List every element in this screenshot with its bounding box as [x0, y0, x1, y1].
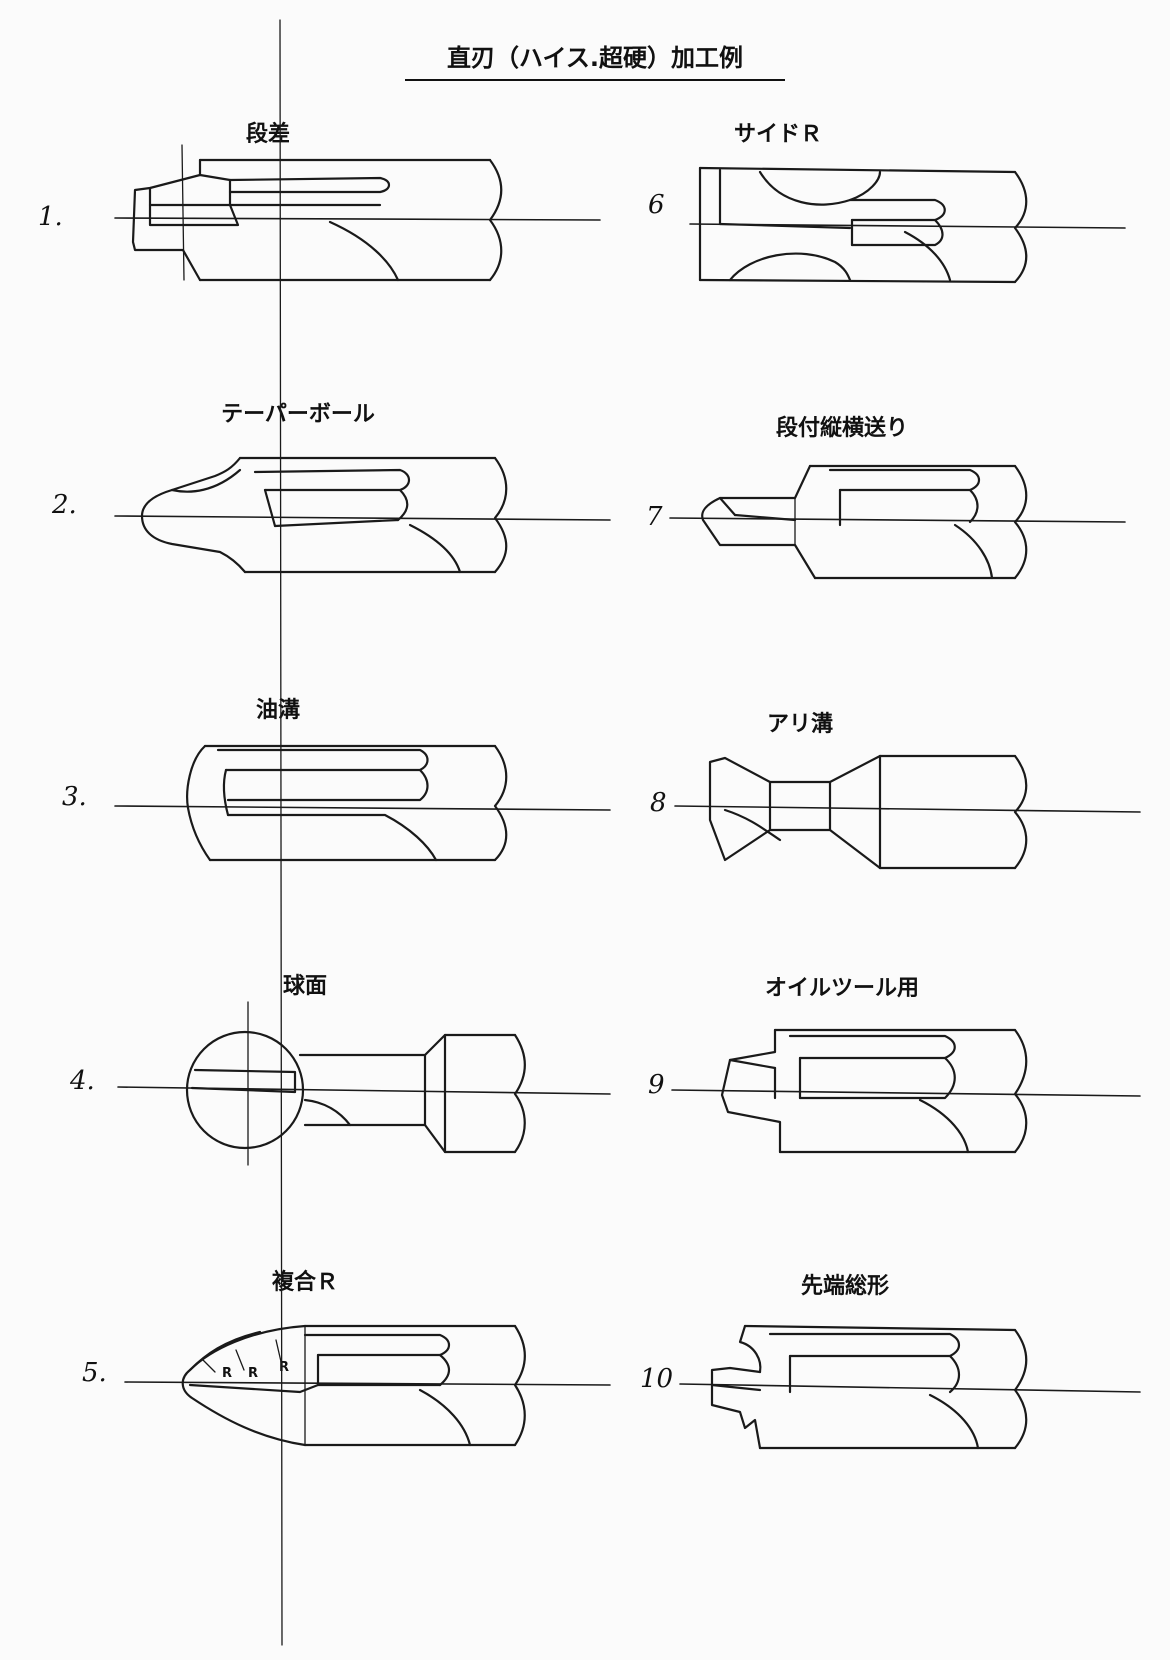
tool-drawing-tip-form — [679, 1324, 1141, 1450]
radius-mark-2: R — [248, 1366, 259, 1381]
item-number-5: 5. — [82, 1358, 107, 1388]
item-number-9: 9 — [648, 1070, 665, 1100]
item-number-6: 6 — [648, 190, 665, 220]
vertical-guide-line — [279, 19, 283, 1646]
tool-drawing-stepped-feed — [669, 464, 1126, 580]
label-spherical: 球面 — [282, 974, 328, 999]
item-number-4: 4. — [70, 1066, 95, 1096]
item-number-2: 2. — [52, 490, 77, 520]
tool-drawing-dovetail — [674, 754, 1141, 870]
tool-drawing-taper-ball — [114, 456, 611, 574]
page-title: 直刃（ハイス.超硬）加工例 — [405, 38, 785, 81]
tool-drawing-compound-r — [124, 1324, 611, 1447]
label-oil-tool: オイルツール用 — [764, 976, 920, 1001]
label-dovetail: アリ溝 — [766, 712, 834, 737]
label-taper-ball: テーパーボール — [221, 402, 375, 427]
tool-drawing-spherical — [117, 1001, 611, 1166]
label-side-r: サイドＲ — [733, 122, 823, 147]
radius-mark-3: R — [279, 1360, 290, 1375]
label-oil-groove: 油溝 — [255, 698, 301, 723]
item-number-7: 7 — [646, 502, 663, 532]
item-number-10: 10 — [640, 1364, 674, 1394]
label-compound-r: 複合Ｒ — [271, 1270, 339, 1295]
item-number-1: 1. — [38, 202, 63, 232]
item-number-3: 3. — [62, 782, 87, 812]
label-stepped-feed: 段付縦横送り — [775, 416, 909, 441]
radius-mark-1: R — [222, 1366, 233, 1381]
label-tip-form: 先端総形 — [800, 1274, 890, 1299]
tool-drawing-oil-tool — [671, 1028, 1141, 1154]
tool-drawing-step — [114, 144, 601, 282]
tool-drawing-side-r — [689, 166, 1126, 284]
tool-drawing-oil-groove — [114, 744, 611, 862]
label-step: 段差 — [245, 122, 291, 147]
item-number-8: 8 — [650, 788, 667, 818]
